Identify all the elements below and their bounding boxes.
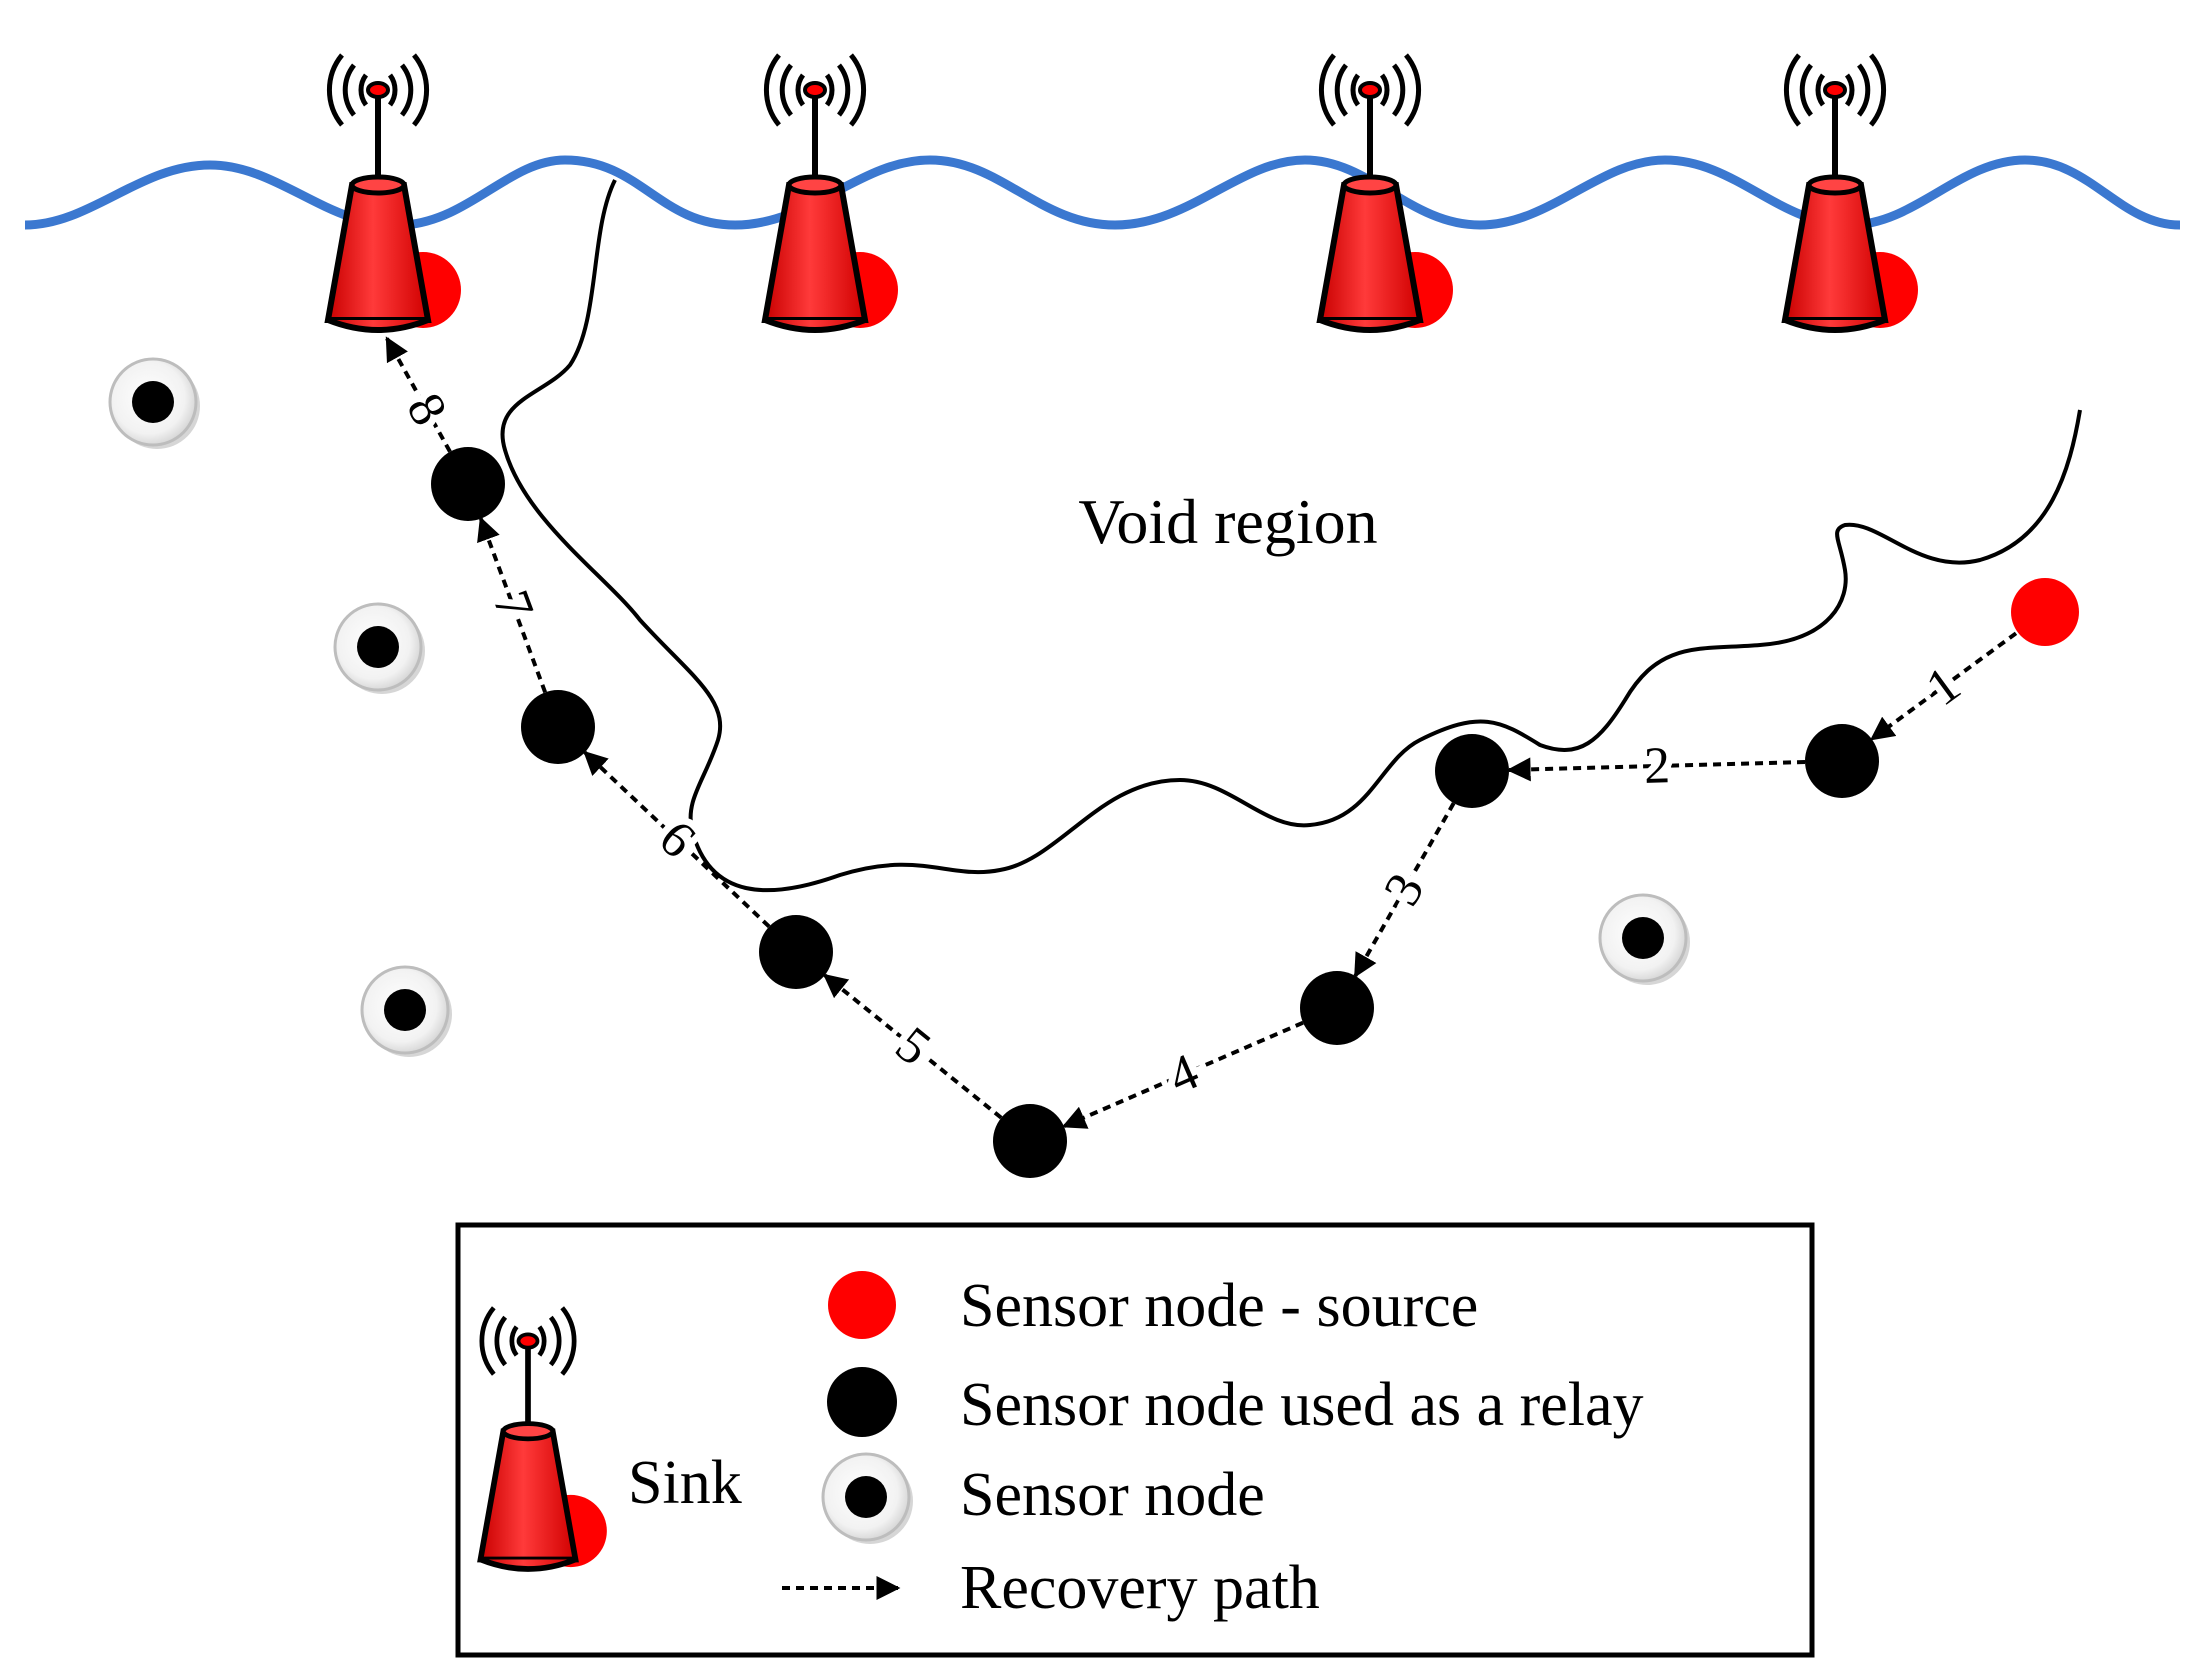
path-label-4: 4 [1160, 1043, 1207, 1106]
legend-path-label: Recovery path [960, 1554, 1320, 1622]
sink-4 [1785, 55, 1918, 330]
path-label-7: 7 [482, 583, 544, 627]
relay-node-2 [1435, 734, 1509, 808]
recovery-path-segment-7 [477, 516, 548, 693]
legend-sink-label: Sink [628, 1449, 742, 1517]
relay-node-4 [993, 1104, 1067, 1178]
relay-node-6 [521, 690, 595, 764]
relay-node-5 [759, 915, 833, 989]
sink-3 [1320, 55, 1453, 330]
path-label-2: 2 [1643, 737, 1671, 795]
legend-relay-icon [827, 1367, 897, 1437]
legend-sensor-label: Sensor node [960, 1461, 1265, 1529]
sensor-node-4 [1598, 893, 1692, 987]
legend-box [455, 1222, 1815, 1658]
recovery-path-segment-5 [822, 973, 1003, 1120]
source-node [2011, 578, 2079, 646]
recovery-path-segment-4 [1061, 1020, 1304, 1129]
sensor-node-1 [108, 357, 202, 451]
legend: Sink Sensor node - source Sensor node us… [455, 1222, 1815, 1658]
sensor-node-3 [360, 965, 454, 1059]
relay-node-1 [1805, 724, 1879, 798]
path-label-5: 5 [885, 1016, 941, 1077]
path-label-8: 8 [395, 384, 457, 434]
recovery-path-segment-6 [583, 750, 771, 929]
path-label-1: 1 [1916, 656, 1971, 717]
relay-node-3 [1300, 971, 1374, 1045]
sensor-node-2 [333, 602, 427, 696]
void-region-boundary [500, 179, 2082, 893]
recovery-path-segment-1 [1869, 631, 2018, 741]
sink-1 [328, 55, 461, 330]
void-region-label: Void region [1078, 486, 1377, 557]
recovery-path-segment-3 [1353, 802, 1456, 978]
recovery-path-segment-8 [385, 336, 452, 453]
relay-node-7 [431, 447, 505, 521]
legend-relay-label: Sensor node used as a relay [960, 1371, 1644, 1439]
legend-source-label: Sensor node - source [960, 1272, 1478, 1340]
sink-2 [765, 55, 898, 330]
legend-source-icon [828, 1271, 896, 1339]
path-label-3: 3 [1373, 864, 1435, 915]
recovery-path-segment-2 [1506, 757, 1806, 782]
